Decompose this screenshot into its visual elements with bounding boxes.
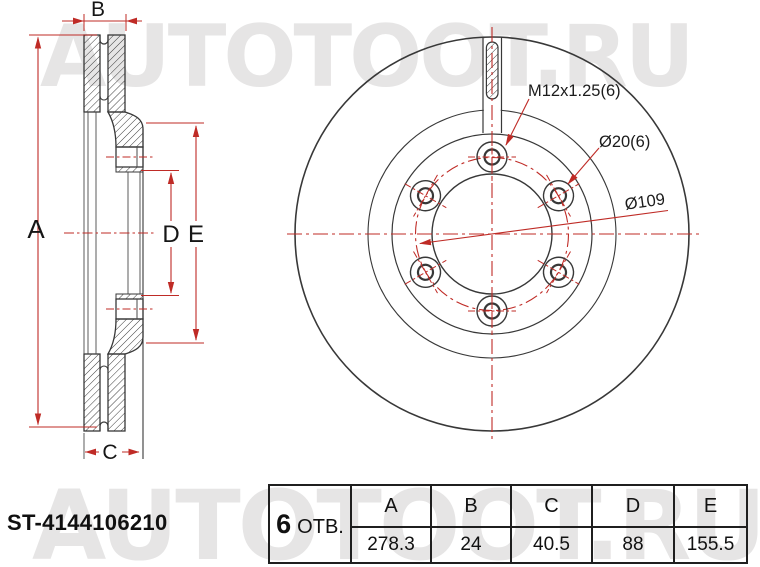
vent-notch-top [99, 35, 109, 45]
counterbore-annotation: Ø20(6) [599, 133, 650, 151]
value-d: 88 [591, 526, 675, 564]
col-header-e: E [673, 484, 748, 528]
dim-d-label: D [162, 221, 179, 248]
bolt-circle-annotation: Ø109 [624, 190, 666, 213]
bolt-hole [537, 174, 580, 217]
hat-neck-bottom [106, 318, 144, 355]
spec-value-row: 278.3 24 40.5 88 155.5 [269, 526, 748, 564]
bolt-hole [404, 251, 447, 294]
dim-a: A [27, 34, 97, 428]
section-view [64, 34, 156, 459]
dim-d: D [141, 170, 180, 296]
outboard-plate-bottom [83, 353, 101, 432]
col-header-d: D [591, 484, 675, 528]
part-number: ST-4144106210 [7, 510, 168, 535]
counterbore-leader [567, 147, 600, 185]
value-c: 40.5 [510, 526, 593, 564]
value-b: 24 [430, 526, 512, 564]
inboard-plate-top [107, 34, 126, 113]
col-header-a: A [350, 484, 432, 528]
dim-b-label: B [91, 0, 105, 21]
hat-neck-top [106, 111, 144, 148]
outboard-plate-top [83, 34, 101, 113]
watermark-top: AUTOTOOT.RU [40, 7, 695, 107]
bolt-hole [404, 174, 447, 217]
col-header-b: B [430, 484, 512, 528]
col-header-c: C [510, 484, 593, 528]
dim-a-label: A [27, 214, 45, 244]
vent-notch-bottom [99, 421, 109, 431]
dim-e-label: E [188, 221, 204, 248]
flange-strip-bottom [115, 293, 144, 300]
thread-annotation: M12x1.25(6) [528, 82, 621, 100]
holes-label: ОТВ. [297, 515, 344, 538]
dim-e: E [146, 122, 204, 344]
vent-channel-bottom-end [99, 365, 109, 371]
flange-strip-top [115, 166, 144, 173]
holes-count: 6 [276, 508, 292, 539]
bolt-circle-leader [419, 209, 669, 246]
dim-c: C [83, 433, 140, 464]
dimensions: A B C D [27, 0, 204, 464]
dim-c-label: C [102, 441, 117, 464]
bolt-hole [537, 251, 580, 294]
dim-b: B [62, 0, 142, 31]
value-e: 155.5 [673, 526, 748, 564]
vent-channel-top-end [99, 95, 109, 101]
inboard-plate-bottom [107, 353, 126, 432]
value-a: 278.3 [350, 526, 432, 564]
front-view: M12x1.25(6) Ø20(6) Ø109 [287, 27, 701, 442]
thread-leader [505, 98, 530, 146]
